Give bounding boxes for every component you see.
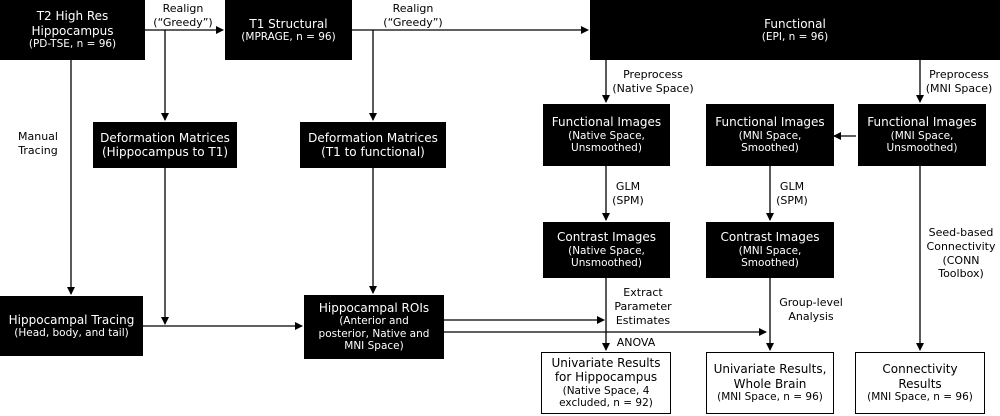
node-line: Contrast Images <box>557 230 656 245</box>
label-line: Parameter <box>614 299 672 313</box>
node-line: (Anterior and <box>339 315 409 328</box>
node-line: (PD-TSE, n = 96) <box>28 38 117 51</box>
node-line: Unsmoothed) <box>571 142 642 155</box>
node-contrast-native: Contrast Images (Native Space, Unsmoothe… <box>543 222 670 278</box>
node-functional-mni-smoothed: Functional Images (MNI Space, Smoothed) <box>706 104 834 166</box>
label-line: (SPM) <box>612 193 644 207</box>
node-line: Functional Images <box>551 115 662 130</box>
node-line: Deformation Matrices <box>308 130 438 145</box>
node-functional-native: Functional Images (Native Space, Unsmoot… <box>543 104 670 166</box>
node-line: Univariate Results <box>551 356 661 371</box>
label-preprocess-native: Preprocess (Native Space) <box>610 68 696 96</box>
label-line: (MNI Space) <box>925 81 993 95</box>
node-line: excluded, n = 92) <box>559 397 653 410</box>
node-hippocampal-rois: Hippocampal ROIs (Anterior and posterior… <box>304 295 444 359</box>
node-functional-mni-unsmoothed: Functional Images (MNI Space, Unsmoothed… <box>858 104 986 166</box>
node-line: T1 Structural <box>249 16 328 31</box>
node-line: (Hippocampus to T1) <box>101 145 229 159</box>
label-manual-tracing: Manual Tracing <box>10 130 66 158</box>
label-line: ANOVA <box>616 336 656 349</box>
label-realign-1: Realign (“Greedy”) <box>148 2 218 30</box>
node-line: Whole Brain <box>733 376 807 391</box>
node-deformation-functional: Deformation Matrices (T1 to functional) <box>300 122 446 168</box>
label-line: Realign <box>392 2 434 15</box>
node-line: Unsmoothed) <box>886 142 958 155</box>
label-extract-parameter-estimates: Extract Parameter Estimates <box>612 286 674 327</box>
node-t2-high-res: T2 High Res Hippocampus (PD-TSE, n = 96) <box>0 0 145 60</box>
label-line: (“Greedy”) <box>153 15 213 29</box>
label-line: Preprocess <box>929 68 989 81</box>
node-line: Unsmoothed) <box>571 257 642 270</box>
label-line: Connectivity <box>926 239 996 253</box>
node-line: (T1 to functional) <box>321 145 425 159</box>
label-line: (CONN <box>942 253 980 267</box>
node-line: for Hippocampus <box>554 370 658 385</box>
label-line: Group-level <box>779 296 843 309</box>
node-line: Functional Images <box>715 115 825 130</box>
node-line: Functional <box>764 16 826 31</box>
label-line: Realign <box>162 2 204 15</box>
node-univariate-hippocampus: Univariate Results for Hippocampus (Nati… <box>541 352 671 414</box>
node-hippocampal-tracing: Hippocampal Tracing (Head, body, and tai… <box>0 296 143 356</box>
node-line: (MNI Space, n = 96) <box>717 391 823 404</box>
node-line: Univariate Results, <box>713 362 827 377</box>
node-line: (MNI Space, <box>738 244 802 257</box>
node-contrast-mni: Contrast Images (MNI Space, Smoothed) <box>706 222 834 278</box>
label-preprocess-mni: Preprocess (MNI Space) <box>924 68 994 96</box>
node-t1-structural: T1 Structural (MPRAGE, n = 96) <box>225 0 352 60</box>
node-line: Results <box>898 376 942 391</box>
node-line: (Native Space, 4 <box>562 384 650 397</box>
node-line: Hippocampus <box>31 23 114 38</box>
label-line: Toolbox) <box>938 267 984 281</box>
label-line: Preprocess <box>623 68 683 81</box>
node-line: Hippocampal Tracing <box>8 312 135 327</box>
node-line: (Native Space, <box>568 244 645 257</box>
label-line: Tracing <box>18 143 58 157</box>
node-line: posterior, Native and <box>318 327 430 340</box>
label-glm-mni: GLM (SPM) <box>774 180 810 208</box>
node-line: Hippocampal ROIs <box>318 300 430 315</box>
node-line: (MNI Space, <box>738 129 802 142</box>
label-line: GLM <box>615 180 641 193</box>
node-line: (MNI Space, n = 96) <box>867 391 973 404</box>
node-deformation-hippocampus: Deformation Matrices (Hippocampus to T1) <box>93 122 237 168</box>
label-anova: ANOVA <box>612 336 660 350</box>
label-group-level-analysis: Group-level Analysis <box>776 296 846 324</box>
node-univariate-whole-brain: Univariate Results, Whole Brain (MNI Spa… <box>706 352 834 414</box>
label-line: (“Greedy”) <box>383 15 443 29</box>
node-line: T2 High Res <box>36 9 109 24</box>
node-line: Connectivity <box>882 362 958 377</box>
label-glm-native: GLM (SPM) <box>610 180 646 208</box>
label-line: GLM <box>779 180 805 193</box>
node-line: MNI Space) <box>344 340 404 353</box>
label-line: Estimates <box>615 313 671 327</box>
node-line: (MNI Space, <box>890 129 954 142</box>
node-line: Functional Images <box>867 115 977 130</box>
label-line: Seed-based <box>928 226 994 239</box>
node-line: Smoothed) <box>741 257 799 270</box>
label-line: Analysis <box>788 309 834 323</box>
node-line: Deformation Matrices <box>100 130 230 145</box>
node-line: (Head, body, and tail) <box>14 326 129 339</box>
node-line: Contrast Images <box>720 230 820 245</box>
node-line: (MPRAGE, n = 96) <box>241 30 336 43</box>
node-line: (EPI, n = 96) <box>761 30 829 43</box>
label-line: (Native Space) <box>612 81 694 95</box>
node-line: (Native Space, <box>568 129 645 142</box>
node-line: Smoothed) <box>741 142 799 155</box>
label-line: Extract <box>623 286 663 299</box>
label-realign-2: Realign (“Greedy”) <box>358 2 468 30</box>
label-seed-based-connectivity: Seed-based Connectivity (CONN Toolbox) <box>925 226 997 281</box>
node-connectivity-results: Connectivity Results (MNI Space, n = 96) <box>855 352 985 414</box>
label-line: Manual <box>18 130 58 143</box>
node-functional: Functional (EPI, n = 96) <box>590 0 1000 60</box>
label-line: (SPM) <box>776 193 808 207</box>
